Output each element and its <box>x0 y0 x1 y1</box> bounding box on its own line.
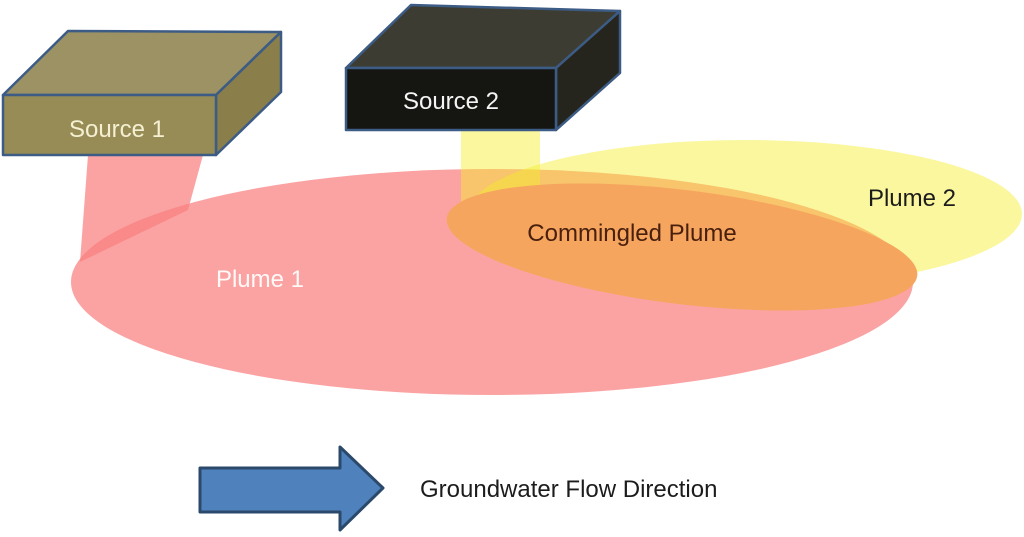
source2-label: Source 2 <box>403 88 499 115</box>
source2-box-front-face <box>344 66 558 132</box>
flow-arrow-icon <box>198 445 385 532</box>
source2-box: Source 2 <box>344 3 622 132</box>
commingled-plume-ellipse <box>446 183 918 311</box>
source1-box-front-face <box>1 93 218 157</box>
flow-direction-label: Groundwater Flow Direction <box>420 476 717 503</box>
source1-label: Source 1 <box>69 116 165 143</box>
source1-box: Source 1 <box>1 29 283 157</box>
plume2-label: Plume 2 <box>868 185 956 212</box>
plume1-label: Plume 1 <box>216 266 304 293</box>
commingled-plume-label: Commingled Plume <box>527 220 736 247</box>
